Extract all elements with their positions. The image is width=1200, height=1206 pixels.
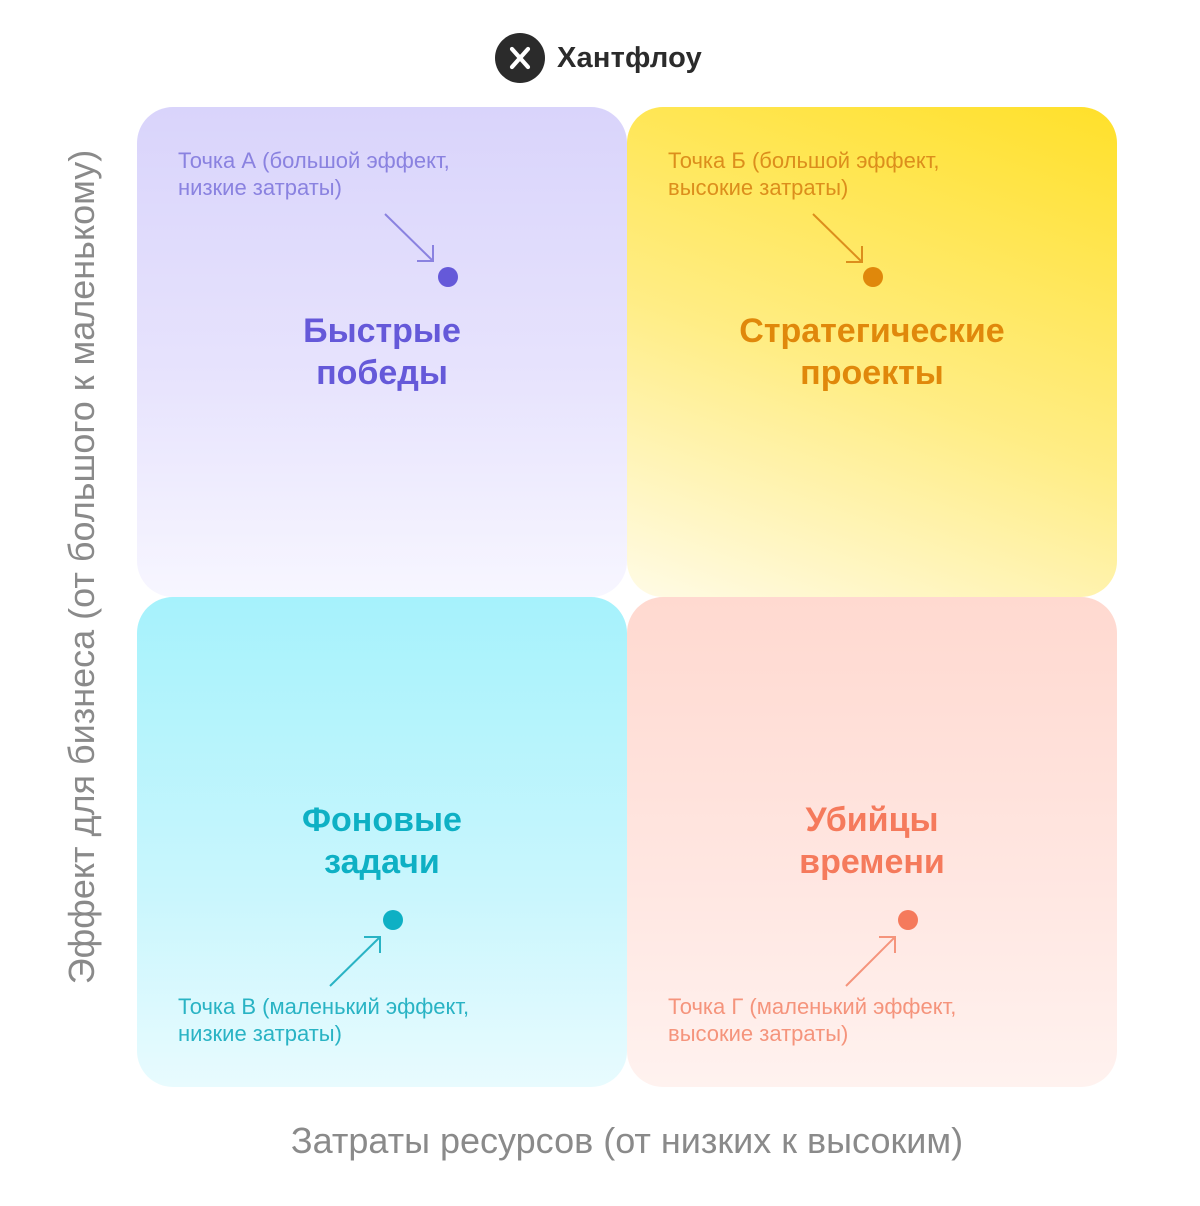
arrow-icon — [384, 213, 434, 262]
quadrant-title: Убийцы времени — [627, 799, 1117, 883]
quadrant-title-line1: Фоновые — [302, 801, 462, 839]
quadrant-quick-wins: Точка А (большой эффект, низкие затраты)… — [137, 107, 627, 597]
point-c-marker — [383, 910, 403, 930]
point-b-note: Точка Б (большой эффект, высокие затраты… — [668, 147, 940, 201]
point-d-note: Точка Г (маленький эффект, высокие затра… — [668, 993, 956, 1047]
point-b-note-line2: высокие затраты) — [668, 175, 849, 200]
quadrant-title-line2: победы — [316, 354, 448, 392]
x-axis-label: Затраты ресурсов (от низких к высоким) — [290, 1120, 964, 1161]
point-d-note-line2: высокие затраты) — [668, 1021, 849, 1046]
quadrant-title-line1: Быстрые — [303, 312, 461, 350]
quadrant-title: Стратегические проекты — [627, 310, 1117, 394]
point-b-note-line1: Точка Б (большой эффект, — [668, 148, 940, 173]
point-d-marker — [898, 910, 918, 930]
quadrant-background-tasks: Фоновые задачи Точка В (маленький эффект… — [137, 597, 627, 1087]
quadrant-title-line1: Стратегические — [739, 312, 1005, 350]
arrow-icon — [329, 936, 381, 987]
quadrant-title-line2: задачи — [324, 843, 440, 881]
brand-logo: Хантфлоу — [495, 33, 702, 83]
point-c-note: Точка В (маленький эффект, низкие затрат… — [178, 993, 469, 1047]
point-a-note: Точка А (большой эффект, низкие затраты) — [178, 147, 450, 201]
quadrant-strategic-projects: Точка Б (большой эффект, высокие затраты… — [627, 107, 1117, 597]
x-logo-icon — [495, 33, 545, 83]
quadrant-time-killers: Убийцы времени Точка Г (маленький эффект… — [627, 597, 1117, 1087]
arrow-icon — [812, 213, 863, 263]
point-c-note-line1: Точка В (маленький эффект, — [178, 994, 470, 1019]
quadrant-title-line1: Убийцы — [805, 801, 939, 839]
point-a-note-line2: низкие затраты) — [178, 175, 342, 200]
arrow-icon — [845, 936, 896, 987]
point-d-note-line1: Точка Г (маленький эффект, — [668, 994, 957, 1019]
point-a-marker — [438, 267, 458, 287]
quadrant-title: Быстрые победы — [137, 310, 627, 394]
quadrant-title-line2: проекты — [800, 354, 944, 392]
point-b-marker — [863, 267, 883, 287]
brand-name: Хантфлоу — [557, 41, 702, 74]
y-axis-label: Эффект для бизнеса (от большого к малень… — [61, 149, 102, 985]
quadrant-title: Фоновые задачи — [137, 799, 627, 883]
quadrant-title-line2: времени — [799, 843, 945, 881]
point-c-note-line2: низкие затраты) — [178, 1021, 342, 1046]
point-a-note-line1: Точка А (большой эффект, — [178, 148, 450, 173]
